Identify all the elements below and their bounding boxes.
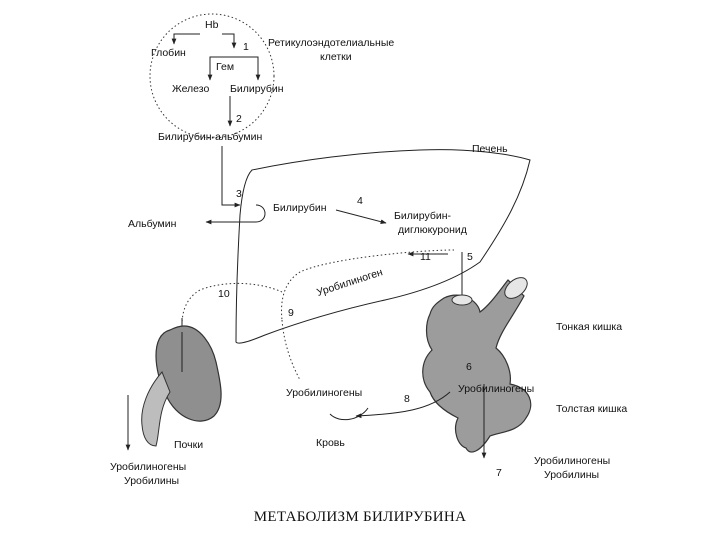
label-liver: Печень	[472, 143, 508, 155]
label-diglucuronide-line2: диглюкуронид	[398, 224, 467, 236]
label-urine-line1: Уробилиногены	[110, 461, 186, 473]
step-2: 2	[236, 113, 242, 125]
label-iron: Железо	[172, 83, 209, 95]
label-blood: Кровь	[316, 437, 345, 449]
arrow-3	[221, 146, 241, 208]
label-ret-line1: Ретикулоэндотелиальные	[268, 37, 394, 49]
label-bilirubin-top: Билирубин	[230, 83, 284, 95]
blood-loop	[329, 407, 369, 421]
path-10	[181, 283, 283, 326]
intestine	[422, 279, 532, 453]
label-bilirubin-liver: Билирубин	[273, 202, 327, 214]
kidney	[155, 325, 222, 422]
duodenum-opening	[451, 294, 473, 306]
label-large-intestine: Толстая кишка	[556, 403, 627, 415]
step-1: 1	[243, 41, 249, 53]
reticuloendothelial-cell	[149, 13, 275, 139]
hb-split-arrows	[171, 33, 261, 81]
label-bili-albumin: Билирубин-альбумин	[158, 131, 262, 143]
step-4: 4	[357, 195, 363, 207]
label-urobilinogens-intestine: Уробилиногены	[458, 383, 534, 395]
label-globin: Глобин	[151, 47, 186, 59]
step-9: 9	[288, 307, 294, 319]
label-kidneys: Почки	[174, 439, 203, 451]
path-8	[355, 391, 451, 419]
label-urobilinogens-blood: Уробилиногены	[286, 387, 362, 399]
step-11: 11	[420, 251, 431, 263]
step-7: 7	[496, 467, 502, 479]
label-small-intestine: Тонкая кишка	[556, 321, 622, 333]
label-feces-line2: Уробилины	[544, 469, 599, 481]
step-10: 10	[218, 288, 230, 300]
urobilinogen-band	[281, 249, 455, 321]
albumin-loop	[205, 204, 266, 225]
ureter	[141, 371, 171, 447]
label-hb: Hb	[205, 19, 219, 31]
label-urine-line2: Уробилины	[124, 475, 179, 487]
step-6: 6	[466, 361, 472, 373]
step-5: 5	[467, 251, 473, 263]
path-9	[281, 319, 301, 381]
arrow-4	[335, 209, 387, 224]
label-feces-line1: Уробилиногены	[534, 455, 610, 467]
label-diglucuronide-line1: Билирубин-	[394, 210, 452, 222]
step-8: 8	[404, 393, 410, 405]
label-albumin: Альбумин	[128, 218, 177, 230]
step-3: 3	[236, 188, 242, 200]
label-urobilinogen-liver: Уробилиноген	[315, 266, 384, 299]
small-intestine-opening	[504, 277, 528, 299]
diagram-title: МЕТАБОЛИЗМ БИЛИРУБИНА	[253, 509, 467, 525]
label-ret-line2: клетки	[320, 51, 352, 63]
liver-outline	[235, 149, 531, 344]
label-gem: Гем	[216, 61, 234, 73]
